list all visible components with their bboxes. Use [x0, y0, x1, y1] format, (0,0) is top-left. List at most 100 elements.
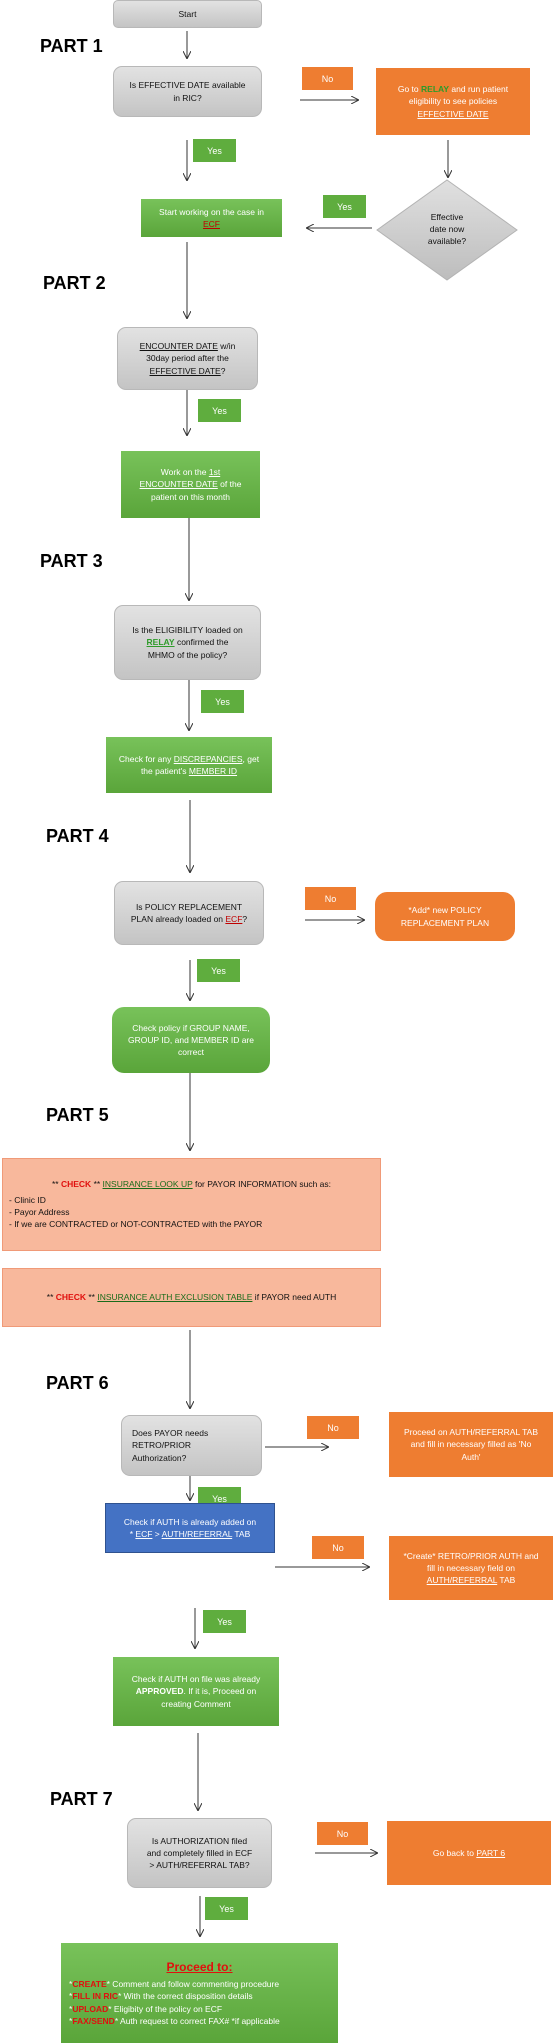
diamond-shape: [376, 179, 518, 281]
lookup-item: - Clinic ID: [9, 1194, 46, 1205]
appr-line-3: creating Comment: [161, 1698, 231, 1709]
appr-line-2: APPROVED. If it is, Proceed on: [136, 1685, 256, 1697]
enc-line-1: ENCOUNTER DATE w/in: [140, 340, 236, 352]
start-working-box: Start working on the case in ECF: [141, 199, 282, 237]
work-on-encounter-box: Work on the 1st ENCOUNTER DATE of the pa…: [121, 451, 260, 518]
relay-line-1: Go to RELAY and run patient: [398, 83, 508, 95]
create-line-1: *Create* RETRO/PRIOR AUTH and: [403, 1550, 539, 1561]
part-7-heading: PART 7: [50, 1789, 113, 1809]
check-policy-group-box: Check policy if GROUP NAME, GROUP ID, an…: [112, 1007, 270, 1073]
elig-line-1: Is the ELIGIBILITY loaded on: [132, 625, 243, 636]
star: *: [69, 1979, 73, 1990]
add-policy-replacement-box: *Add* new POLICY REPLACEMENT PLAN: [375, 892, 515, 941]
relay-eligibility-box: Go to RELAY and run patient eligibility …: [376, 68, 530, 135]
enc-line-2: 30day period after the: [146, 353, 229, 364]
enc-text-b: w/in: [217, 341, 236, 352]
yes-label: Yes: [197, 959, 240, 982]
payor-line-2: RETRO/PRIOR: [132, 1440, 192, 1451]
proc-line-2: and fill in necessary filled as 'No: [410, 1439, 532, 1450]
go-back-part-6-box: Go back to PART 6: [387, 1821, 551, 1885]
part-3-heading: PART 3: [40, 551, 103, 571]
yes-label: Yes: [193, 139, 236, 162]
go-back-text: Go back to: [432, 1847, 477, 1858]
add-line-1: *Add* new POLICY: [408, 905, 482, 916]
payor-line-3: Authorization?: [132, 1452, 187, 1463]
diamond-line-2: date now: [429, 224, 465, 235]
elig-line-3: MHMO of the policy?: [147, 649, 228, 660]
elig-text-c: confirmed the: [174, 637, 229, 648]
elig-line-2: RELAY confirmed the: [147, 636, 229, 648]
yes-label: Yes: [198, 399, 241, 422]
work-line-3: patient on this month: [151, 491, 230, 502]
relay-text-a: Go to: [397, 84, 422, 95]
part-5-heading: PART 5: [46, 1105, 109, 1125]
discrepancies-keyword: DISCREPANCIES: [173, 753, 243, 764]
q-line-2: in RIC?: [173, 92, 202, 103]
create-line-3: AUTH/REFERRAL TAB: [427, 1574, 516, 1586]
disc-text-a: Check for any: [118, 753, 174, 764]
part-2-heading: PART 2: [43, 273, 106, 293]
part-1-heading: PART 1: [40, 36, 103, 56]
proceed-no-auth-box: Proceed on AUTH/REFERRAL TAB and fill in…: [389, 1412, 553, 1477]
auth-exclusion-box: ** CHECK ** INSURANCE AUTH EXCLUSION TAB…: [2, 1268, 381, 1327]
auth-referral-keyword: AUTH/REFERRAL: [426, 1575, 498, 1586]
no-label: No: [317, 1822, 368, 1845]
proceed-to-title: Proceed to:: [166, 1959, 233, 1974]
final-step-2: *FILL IN RIC* With the correct dispositi…: [69, 1990, 253, 2002]
relay-text-c: and run patient: [449, 84, 509, 95]
star: *: [69, 1991, 73, 2002]
encounter-date-question: ENCOUNTER DATE w/in 30day period after t…: [117, 327, 258, 390]
final-text: * Eligibity of the policy on ECF: [108, 2003, 223, 2014]
fax-send-keyword: FAX/SEND: [72, 2016, 115, 2026]
no-label: No: [305, 887, 356, 910]
excl-line-1: ** CHECK ** INSURANCE AUTH EXCLUSION TAB…: [47, 1291, 336, 1303]
discrepancies-box: Check for any DISCREPANCIES, get the pat…: [106, 737, 272, 793]
go-back-line: Go back to PART 6: [433, 1847, 505, 1859]
diamond-line-1: Effective: [430, 212, 464, 223]
disc-line-1: Check for any DISCREPANCIES, get: [119, 753, 259, 765]
yes-label: Yes: [203, 1610, 246, 1633]
part-6-heading: PART 6: [46, 1373, 109, 1393]
appr-text-c: . If it is, Proceed on: [183, 1686, 257, 1697]
create-text-d: TAB: [497, 1575, 516, 1586]
disc-text-c: , get: [242, 753, 260, 764]
stars: **: [51, 1179, 61, 1190]
diamond-line-3: available?: [427, 235, 467, 246]
policy-text-b: PLAN already loaded on: [130, 914, 226, 924]
start-node: Start: [113, 0, 262, 28]
encounter-date-keyword: ENCOUNTER DATE: [139, 341, 218, 352]
policy-replacement-question: Is POLICY REPLACEMENT PLAN already loade…: [114, 881, 264, 945]
effective-date-question: Is EFFECTIVE DATE available in RIC?: [113, 66, 262, 117]
relay-keyword: RELAY: [421, 84, 450, 95]
blue-line-2: * ECF > AUTH/REFERRAL TAB: [130, 1528, 251, 1540]
create-keyword: CREATE: [72, 1979, 107, 1990]
star: *: [69, 2003, 73, 2014]
stars: **: [46, 1292, 56, 1303]
appr-line-1: Check if AUTH on file was already: [131, 1674, 261, 1685]
policy-line-2: PLAN already loaded on ECF?: [131, 913, 247, 925]
part-4-heading: PART 4: [46, 826, 109, 846]
chk-line-2: GROUP ID, and MEMBER ID are: [128, 1034, 254, 1045]
lookup-item: - Payor Address: [9, 1207, 70, 1217]
ecf-keyword: ECF: [225, 914, 243, 924]
auth-filed-line-1: Is AUTHORIZATION filed: [151, 1835, 248, 1846]
payor-line-1: Does PAYOR needs: [132, 1428, 209, 1439]
member-id-keyword: MEMBER ID: [188, 766, 238, 776]
proc-line-1: Proceed on AUTH/REFERRAL TAB: [403, 1427, 538, 1438]
diamond-text: Effective date now available?: [376, 179, 518, 281]
final-step-4: *FAX/SEND* Auth request to correct FAX# …: [69, 2015, 280, 2027]
final-text: * Comment and follow commenting procedur…: [106, 1979, 280, 1990]
check-auth-added-box: Check if AUTH is already added on * ECF …: [105, 1503, 275, 1553]
relay-keyword: RELAY: [146, 637, 175, 648]
lookup-tail: for PAYOR INFORMATION such as:: [192, 1179, 331, 1190]
ecf-keyword: ECF: [135, 1529, 153, 1539]
ecf-keyword: ECF: [203, 219, 220, 229]
check-auth-approved-box: Check if AUTH on file was already APPROV…: [113, 1657, 279, 1726]
no-label: No: [312, 1536, 364, 1559]
yes-label: Yes: [205, 1897, 248, 1920]
work-text-a: Work on the: [160, 467, 209, 478]
lookup-line-1: ** CHECK ** INSURANCE LOOK UP for PAYOR …: [52, 1178, 331, 1190]
payor-retro-prior-question: Does PAYOR needs RETRO/PRIOR Authorizati…: [121, 1415, 262, 1476]
final-step-1: *CREATE* Comment and follow commenting p…: [69, 1978, 279, 1990]
